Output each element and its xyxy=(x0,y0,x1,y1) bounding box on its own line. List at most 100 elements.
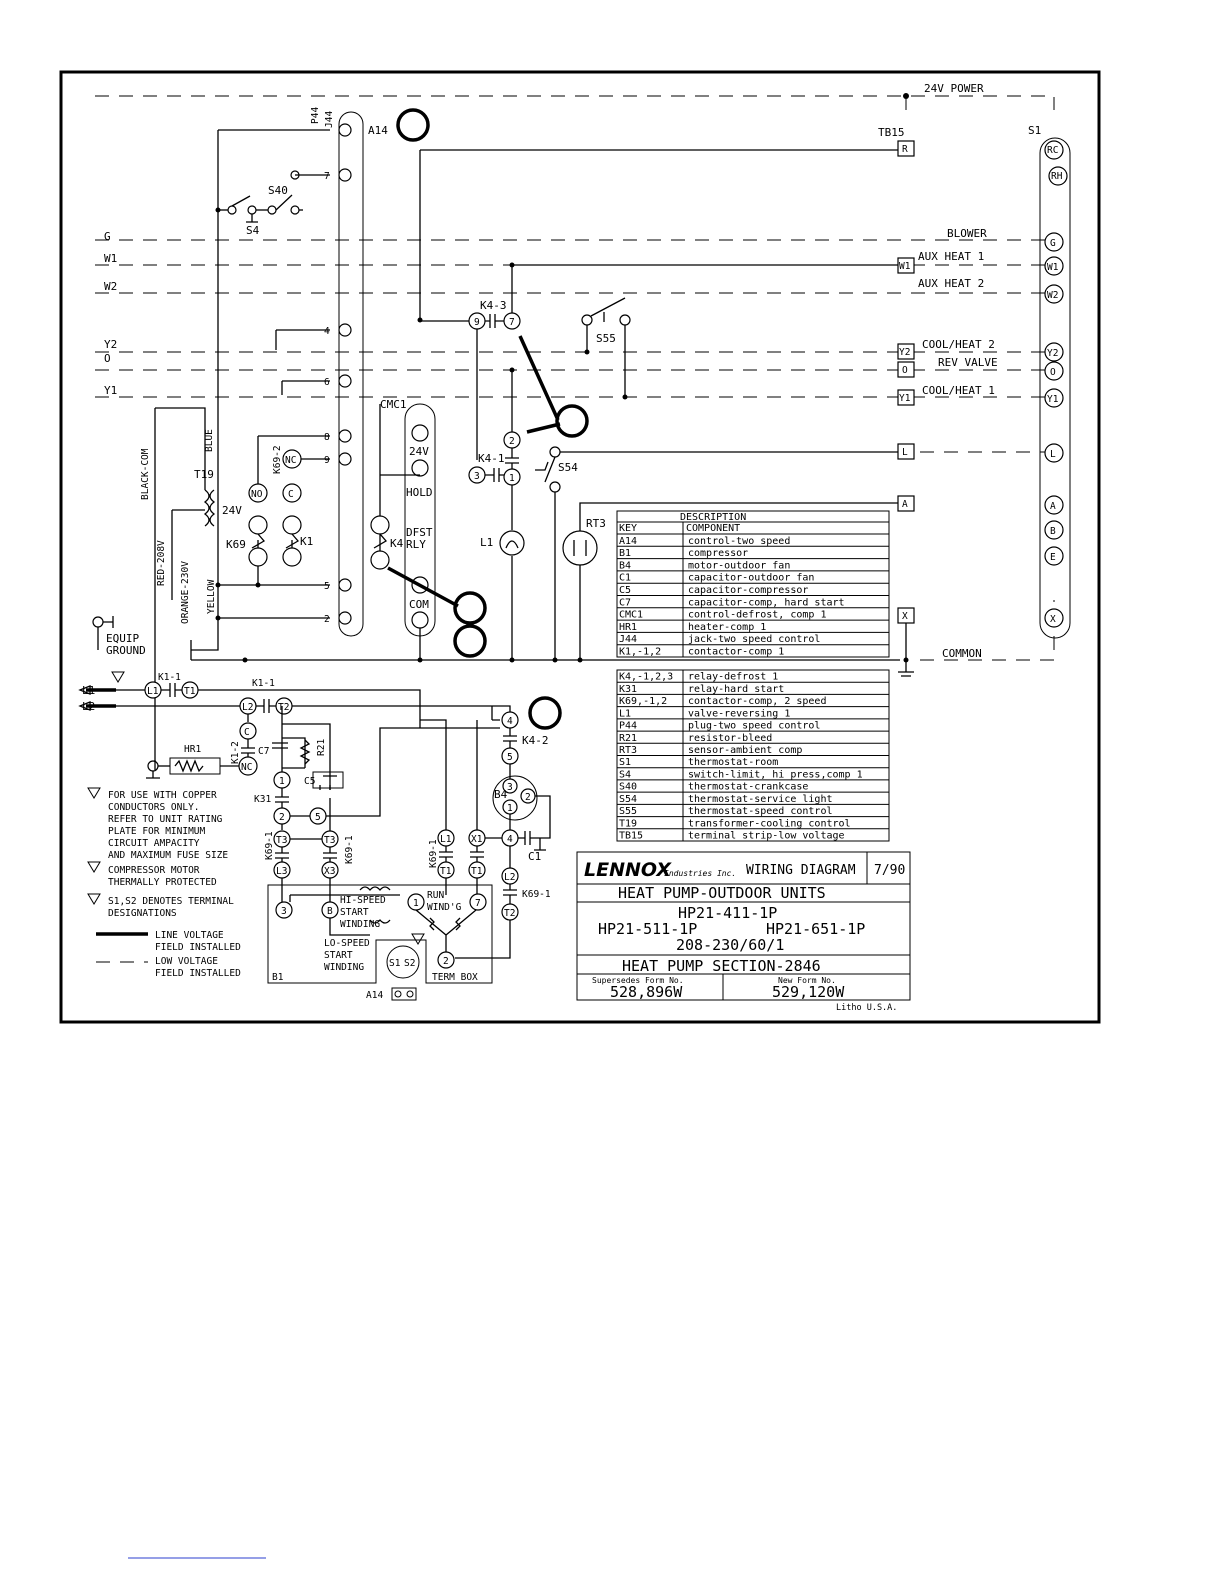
label-g: G xyxy=(104,230,111,243)
doc-type: WIRING DIAGRAM xyxy=(746,863,856,878)
svg-text:L1: L1 xyxy=(440,834,452,845)
table-row-key: K1,-1,2 xyxy=(619,647,661,658)
svg-text:L: L xyxy=(1050,449,1056,460)
svg-text:B: B xyxy=(1050,526,1056,537)
label-rly: RLY xyxy=(406,538,426,551)
note-3-line-2: DESIGNATIONS xyxy=(108,908,177,919)
svg-text:L3: L3 xyxy=(276,866,287,877)
label-s1: S1 xyxy=(1028,124,1041,137)
label-cool-heat-1: COOL/HEAT 1 xyxy=(922,384,995,397)
label-red-208v: RED-208V xyxy=(156,540,167,586)
label-hi-start: START xyxy=(340,907,369,918)
thermostat-s54 xyxy=(535,446,898,660)
svg-text:A: A xyxy=(902,499,908,510)
title-line-4: 208-230/60/1 xyxy=(676,936,784,954)
svg-text:W1: W1 xyxy=(1047,262,1059,273)
legend-line-voltage-2: FIELD INSTALLED xyxy=(155,942,241,953)
label-hi-speed: HI-SPEED xyxy=(340,895,386,906)
table-row-key: TB15 xyxy=(619,831,643,842)
svg-text:X1: X1 xyxy=(471,834,483,845)
thermostat-s1: RC RH G W1 W2 Y2 O Y1 L A B E X xyxy=(1039,137,1071,639)
svg-text:C: C xyxy=(244,727,250,738)
label-k4-2: K4-2 xyxy=(522,734,549,747)
label-k69: K69 xyxy=(226,538,246,551)
title-line-3a: HP21-511-1P xyxy=(598,920,697,938)
control-a14-connector: 7 4 6 8 9 5 2 xyxy=(324,111,364,637)
svg-text:2: 2 xyxy=(279,812,285,823)
label-aux-heat-1: AUX HEAT 1 xyxy=(918,250,984,263)
note-1-line-4: PLATE FOR MINIMUM xyxy=(108,826,206,837)
svg-text:9: 9 xyxy=(474,317,480,328)
table-row-component: control-defrost, comp 1 xyxy=(688,610,826,621)
svg-text:7: 7 xyxy=(324,171,330,182)
label-s4: S4 xyxy=(246,224,260,237)
table-row-key: S4 xyxy=(619,769,631,780)
table-row-component: relay-hard start xyxy=(688,684,784,695)
svg-text:NC: NC xyxy=(241,762,252,773)
svg-text:8: 8 xyxy=(324,432,330,443)
table-col-key: KEY xyxy=(619,523,637,534)
label-w2: W2 xyxy=(104,280,117,293)
table-row-component: switch-limit, hi press,comp 1 xyxy=(688,769,863,780)
table-row-key: J44 xyxy=(619,634,637,645)
table-row-component: compressor xyxy=(688,548,748,559)
thermostat-s55 xyxy=(581,297,631,400)
svg-text:W1: W1 xyxy=(899,261,911,272)
label-lo-winding: WINDING xyxy=(324,962,364,973)
table-row-component: sensor-ambient comp xyxy=(688,745,802,756)
svg-text:3: 3 xyxy=(507,782,513,793)
svg-text:T3: T3 xyxy=(276,835,287,846)
svg-text:L2: L2 xyxy=(504,872,515,883)
table-row-component: capacitor-outdoor fan xyxy=(688,573,814,584)
label-equip: EQUIP xyxy=(106,632,139,645)
table-row-key: K4,-1,2,3 xyxy=(619,672,673,683)
label-aux-heat-2: AUX HEAT 2 xyxy=(918,277,984,290)
svg-text:NO: NO xyxy=(251,489,263,500)
table-row-key: S54 xyxy=(619,794,637,805)
svg-text:5: 5 xyxy=(315,812,321,823)
label-k69-2: K69-2 xyxy=(272,445,283,474)
title-line-2: HP21-411-1P xyxy=(678,904,777,922)
label-hi-winding: WINDING xyxy=(340,919,380,930)
common-ground xyxy=(898,623,914,677)
label-c1: C1 xyxy=(528,850,541,863)
svg-text:A: A xyxy=(1050,501,1056,512)
callout-circle-2 xyxy=(555,404,589,438)
table-row-key: B1 xyxy=(619,548,631,559)
table-row-component: thermostat-room xyxy=(688,757,778,768)
label-run: RUN xyxy=(427,890,444,901)
svg-text:T2: T2 xyxy=(278,702,289,713)
label-k1-1b: K1-1 xyxy=(252,678,275,689)
legend-low-voltage: LOW VOLTAGE xyxy=(155,956,218,967)
table-row-component: valve-reversing 1 xyxy=(688,708,790,719)
label-k69-1b: K69-1 xyxy=(344,835,355,864)
svg-text:B: B xyxy=(327,906,333,917)
note-1-line-5: CIRCUIT AMPACITY xyxy=(108,838,200,849)
lennox-logo-sub: Industries Inc. xyxy=(664,869,736,878)
svg-text:5: 5 xyxy=(324,581,330,592)
label-hr1: HR1 xyxy=(184,744,201,755)
label-ground: GROUND xyxy=(106,644,146,657)
svg-text:Y1: Y1 xyxy=(1047,394,1059,405)
table-row-key: S40 xyxy=(619,782,637,793)
label-s54: S54 xyxy=(558,461,578,474)
svg-text:1: 1 xyxy=(279,776,285,787)
svg-text:7: 7 xyxy=(509,317,515,328)
note-1-line-3: REFER TO UNIT RATING xyxy=(108,814,223,825)
table-row-key: C5 xyxy=(619,585,631,596)
note-1-line-6: AND MAXIMUM FUSE SIZE xyxy=(108,850,228,861)
table-row-component: terminal strip-low voltage xyxy=(688,831,845,842)
title-line-3b: HP21-651-1P xyxy=(766,920,865,938)
label-k69-1d: K69-1 xyxy=(522,889,551,900)
table-row-component: capacitor-compressor xyxy=(688,585,808,596)
svg-text:NC: NC xyxy=(285,455,296,466)
callout-circle-4 xyxy=(453,624,487,658)
label-term-box: TERM BOX xyxy=(432,972,478,983)
compressor-b1: 3 B 1 7 2 S1 S2 xyxy=(267,884,493,1001)
label-yellow: YELLOW xyxy=(206,579,217,614)
label-k1-1: K1-1 xyxy=(158,672,181,683)
svg-text:4: 4 xyxy=(507,716,513,727)
table-row-key: K69,-1,2 xyxy=(619,696,667,707)
relay-k4-3: 9 7 xyxy=(420,262,898,460)
